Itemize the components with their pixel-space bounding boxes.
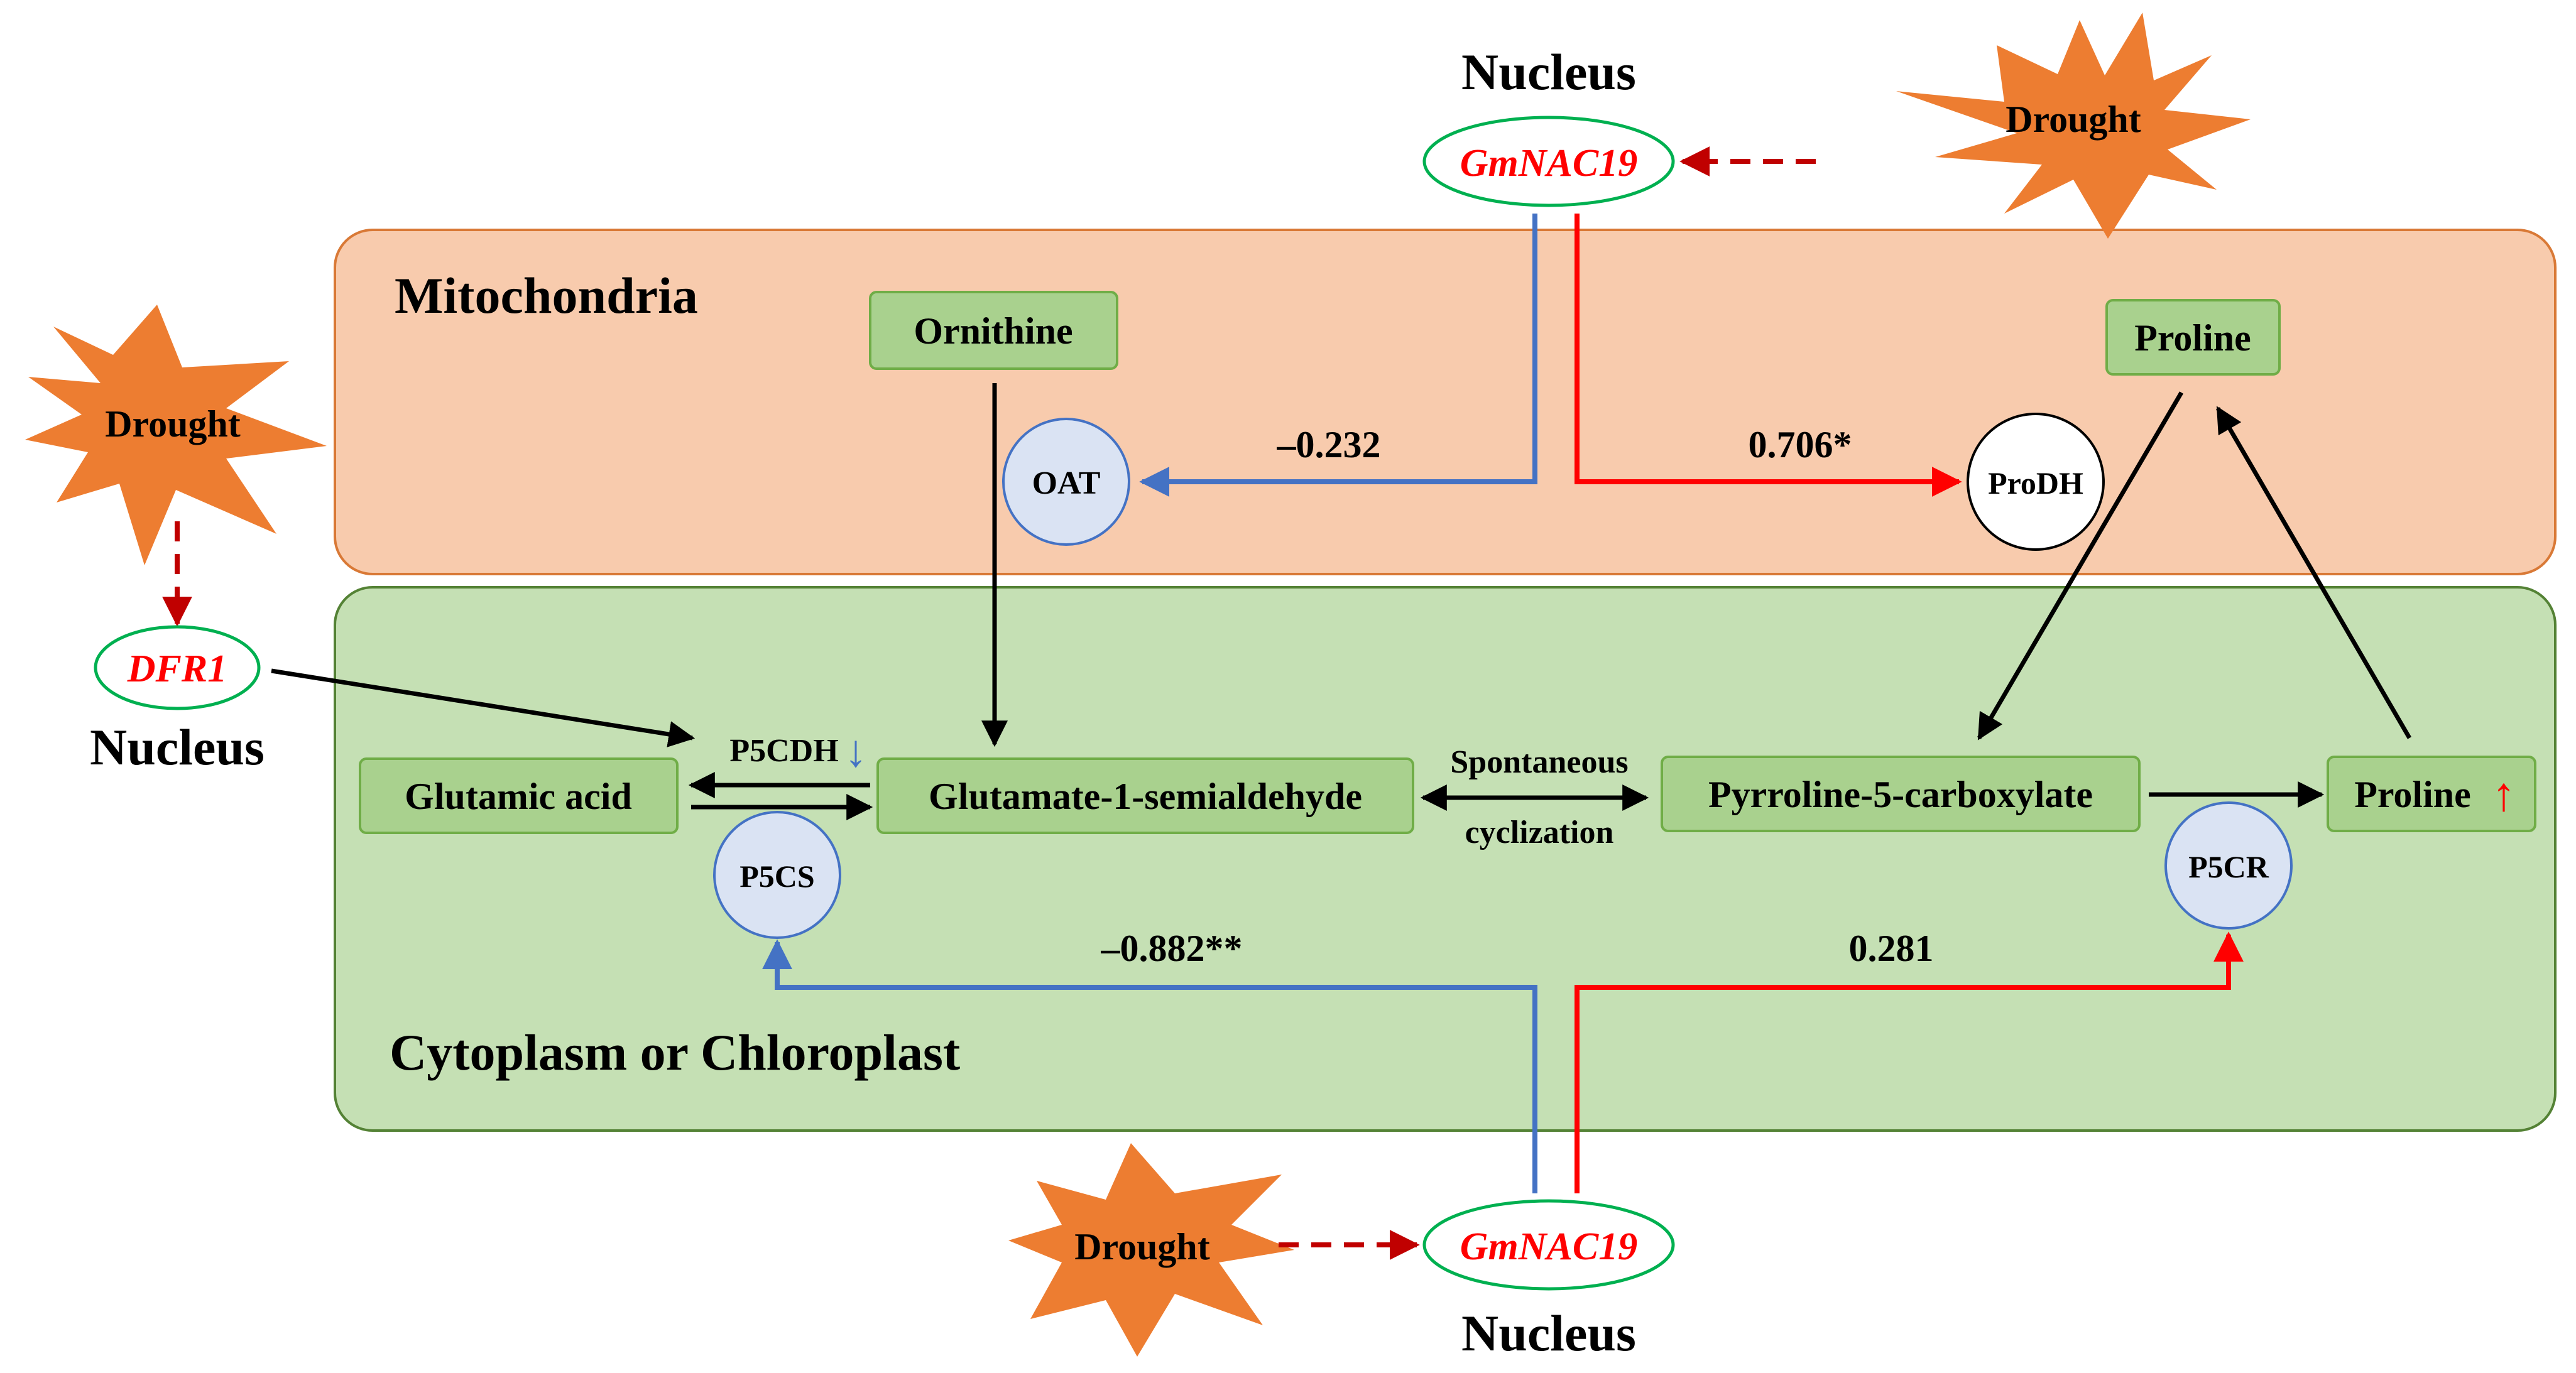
gmnac19-to-oat-line [1139, 214, 1537, 497]
gmnac19-bottom-label: GmNAC19 [1460, 1225, 1637, 1268]
p5cdh-down-arrow-icon: ↓ [844, 726, 867, 776]
p5cr-enzyme-circle [2164, 801, 2293, 930]
ornithine-label: Ornithine [914, 310, 1072, 352]
gmnac19-to-prodh-line [1575, 214, 1962, 497]
p5cr-enzyme-label: P5CR [2188, 849, 2269, 884]
prodh-enzyme-circle [1967, 413, 2105, 551]
proline-up-arrow-icon: ↑ [2492, 768, 2516, 821]
g1s-label: Glutamate-1-semialdehyde [929, 776, 1362, 817]
p5c-label: Pyrroline-5-carboxylate [1708, 774, 2093, 815]
glutamic-acid-box [359, 757, 679, 834]
p5cs-enzyme-circle [713, 811, 841, 939]
cytoplasm-label: Cytoplasm or Chloroplast [390, 1024, 960, 1081]
drought-burst-top-right [1896, 13, 2251, 239]
gmnac19-top-label: GmNAC19 [1460, 142, 1637, 185]
g1s-box [876, 757, 1414, 834]
drought-label-top-right: Drought [2006, 99, 2141, 140]
drought-burst-bottom [1008, 1143, 1294, 1357]
p5cdh-label: P5CDH [729, 733, 838, 769]
drought-label-bottom: Drought [1074, 1226, 1210, 1267]
nucleus-top-label: Nucleus [1461, 43, 1636, 100]
p5cr-correlation: 0.281 [1849, 928, 1934, 969]
cyclization-label: cyclization [1465, 815, 1614, 850]
gmnac19-to-p5cs-line [762, 939, 1537, 1193]
oat-enzyme-label: OAT [1032, 465, 1101, 501]
p5cs-enzyme-label: P5CS [740, 859, 814, 894]
gmnac19-to-p5cr-line [1575, 931, 2244, 1193]
proline-cyto-to-mito-arrow [2215, 406, 2412, 739]
dfr1-to-p5cdh-arrow [271, 668, 696, 747]
prodh-enzyme-label: ProDH [1988, 465, 2083, 501]
dfr1-ellipse [94, 625, 261, 710]
proline-cyto-label: Proline [2354, 774, 2471, 815]
p5cs-correlation: –0.882** [1101, 928, 1243, 969]
nucleus-left-label: Nucleus [90, 719, 265, 776]
dfr1-label: DFR1 [127, 648, 227, 690]
p5c-box [1661, 756, 2141, 832]
oat-correlation: –0.232 [1277, 424, 1381, 465]
mitochondria-label: Mitochondria [395, 267, 698, 324]
proline-mito-to-p5c-arrow [1977, 391, 2184, 741]
proline-cyto-box [2327, 756, 2536, 832]
drought-label-left: Drought [105, 403, 241, 445]
gmnac19-bottom-ellipse [1422, 1199, 1675, 1291]
oat-enzyme-circle [1002, 418, 1130, 546]
proline-mito-box [2105, 299, 2281, 376]
ornithine-box [869, 291, 1118, 370]
proline-mito-label: Proline [2134, 317, 2251, 359]
spontaneous-label: Spontaneous [1450, 744, 1628, 780]
gmnac19-top-ellipse [1422, 116, 1675, 207]
nucleus-bottom-label: Nucleus [1461, 1305, 1636, 1362]
prodh-correlation: 0.706* [1749, 424, 1852, 465]
glutamic-acid-label: Glutamic acid [405, 776, 632, 817]
drought-burst-left [25, 305, 327, 565]
